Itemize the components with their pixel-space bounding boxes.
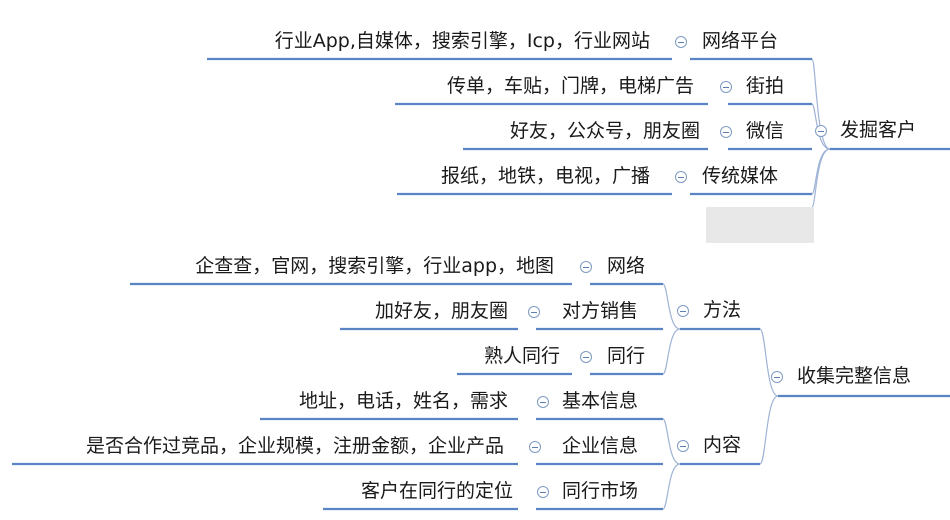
connector-2-d xyxy=(662,463,681,510)
detail-text: 好友，公众号，朋友圈 xyxy=(509,120,700,142)
detail-text: 报纸，地铁，电视，广播 xyxy=(440,165,650,187)
detail-text: 熟人同行 xyxy=(483,345,560,367)
connector-1-1 xyxy=(811,58,831,150)
collapse-toggle-icon[interactable] xyxy=(537,396,549,408)
collapse-toggle-icon[interactable] xyxy=(677,305,689,317)
child-node-label[interactable]: 企业信息 xyxy=(562,435,639,457)
detail-text: 地址，电话，姓名，需求 xyxy=(298,390,508,412)
root-node-label[interactable]: 发掘客户 xyxy=(840,119,917,141)
collapse-toggle-icon[interactable] xyxy=(528,306,540,318)
group-node-label[interactable]: 内容 xyxy=(703,434,742,456)
collapse-toggle-icon[interactable] xyxy=(580,261,592,273)
detail-text: 行业App,自媒体，搜索引擎，Icp，行业网站 xyxy=(274,30,650,52)
connector-2-c xyxy=(662,418,681,465)
child-node-label[interactable]: 同行市场 xyxy=(562,480,639,502)
root-node-label[interactable]: 收集完整信息 xyxy=(797,365,912,387)
child-node-label[interactable]: 网络 xyxy=(607,255,646,277)
child-node-label[interactable]: 基本信息 xyxy=(562,390,639,412)
collapse-toggle-icon[interactable] xyxy=(580,351,592,363)
collapse-toggle-icon[interactable] xyxy=(771,371,783,383)
connector-2-f xyxy=(759,395,779,465)
collapse-toggle-icon[interactable] xyxy=(815,125,827,137)
collapse-toggle-icon[interactable] xyxy=(537,486,549,498)
detail-text: 客户在同行的定位 xyxy=(360,480,513,502)
connector-2-a xyxy=(662,283,681,330)
collapse-toggle-icon[interactable] xyxy=(677,440,689,452)
empty-node-placeholder xyxy=(706,207,814,243)
detail-text: 企查查，官网，搜索引擎，行业app，地图 xyxy=(195,255,554,277)
child-node-label[interactable]: 街拍 xyxy=(746,75,785,97)
collapse-toggle-icon[interactable] xyxy=(675,36,687,48)
collapse-toggle-icon[interactable] xyxy=(720,81,732,93)
collapse-toggle-icon[interactable] xyxy=(529,441,541,453)
connector-1-5 xyxy=(811,148,831,208)
collapse-toggle-icon[interactable] xyxy=(675,171,687,183)
collapse-toggle-icon[interactable] xyxy=(720,126,732,138)
child-node-label[interactable]: 传统媒体 xyxy=(702,165,779,187)
connector-2-e xyxy=(759,328,779,397)
detail-text: 是否合作过竞品，企业规模，注册金额，企业产品 xyxy=(85,435,504,457)
detail-text: 加好友，朋友圈 xyxy=(374,300,508,322)
child-node-label[interactable]: 网络平台 xyxy=(702,30,779,52)
child-node-label[interactable]: 微信 xyxy=(746,120,785,142)
group-node-label[interactable]: 方法 xyxy=(703,299,742,321)
detail-text: 传单，车贴，门牌，电梯广告 xyxy=(446,75,694,97)
child-node-label[interactable]: 同行 xyxy=(607,345,646,367)
child-node-label[interactable]: 对方销售 xyxy=(562,300,639,322)
connector-1-4 xyxy=(811,148,831,195)
connector-2-b xyxy=(662,328,681,375)
